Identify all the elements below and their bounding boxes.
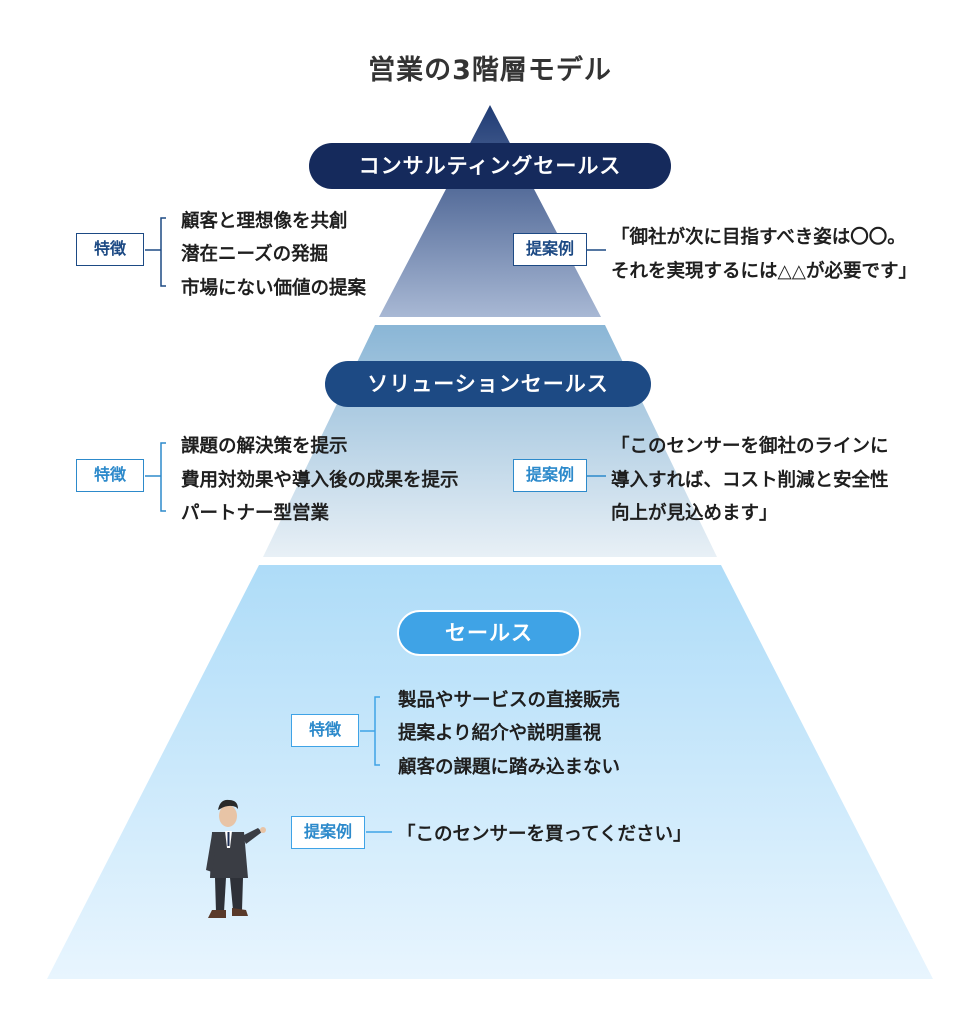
example-text-solution-1: 「このセンサーを御社のラインに (611, 436, 889, 457)
bracket-features-3 (360, 696, 380, 766)
feature-item-sales-1: 製品やサービスの直接販売 (398, 690, 621, 711)
pyramid-tier-sales (47, 565, 933, 979)
bracket-features-1 (145, 217, 166, 287)
example-text-sales-1: 「このセンサーを買ってください」 (397, 824, 692, 845)
feature-item-solution-1: 課題の解決策を提示 (181, 436, 348, 457)
example-text-consulting-2: それを実現するには△△が必要です」 (611, 261, 917, 282)
feature-item-sales-3: 顧客の課題に踏み込まない (398, 757, 621, 778)
feature-tag-sales: 特徴 (291, 714, 359, 747)
feature-item-consulting-2: 潜在ニーズの発掘 (181, 244, 329, 265)
salesperson-figure-icon (206, 799, 266, 918)
example-text-solution-3: 向上が見込めます」 (611, 503, 778, 524)
tier-label-consulting-sales: コンサルティングセールス (309, 143, 671, 189)
feature-tag-consulting: 特徴 (76, 233, 144, 266)
tier-label-sales: セールス (397, 610, 581, 656)
example-tag-sales: 提案例 (291, 816, 365, 849)
example-text-solution-2: 導入すれば、コスト削減と安全性 (611, 470, 889, 491)
feature-item-consulting-1: 顧客と理想像を共創 (181, 211, 348, 232)
feature-item-solution-2: 費用対効果や導入後の成果を提示 (181, 470, 459, 491)
feature-tag-solution: 特徴 (76, 459, 144, 492)
bracket-features-2 (145, 442, 166, 512)
example-tag-solution: 提案例 (513, 459, 587, 492)
page-title: 営業の3階層モデル (368, 55, 612, 86)
tier-label-solution-sales: ソリューションセールス (325, 361, 651, 407)
feature-item-sales-2: 提案より紹介や説明重視 (398, 723, 602, 744)
example-text-consulting-1: 「御社が次に目指すべき姿は〇〇。 (611, 227, 906, 248)
feature-item-consulting-3: 市場にない価値の提案 (181, 278, 367, 299)
example-tag-consulting: 提案例 (513, 233, 587, 266)
feature-item-solution-3: パートナー型営業 (181, 503, 330, 524)
pyramid-tier-consulting (379, 105, 601, 317)
